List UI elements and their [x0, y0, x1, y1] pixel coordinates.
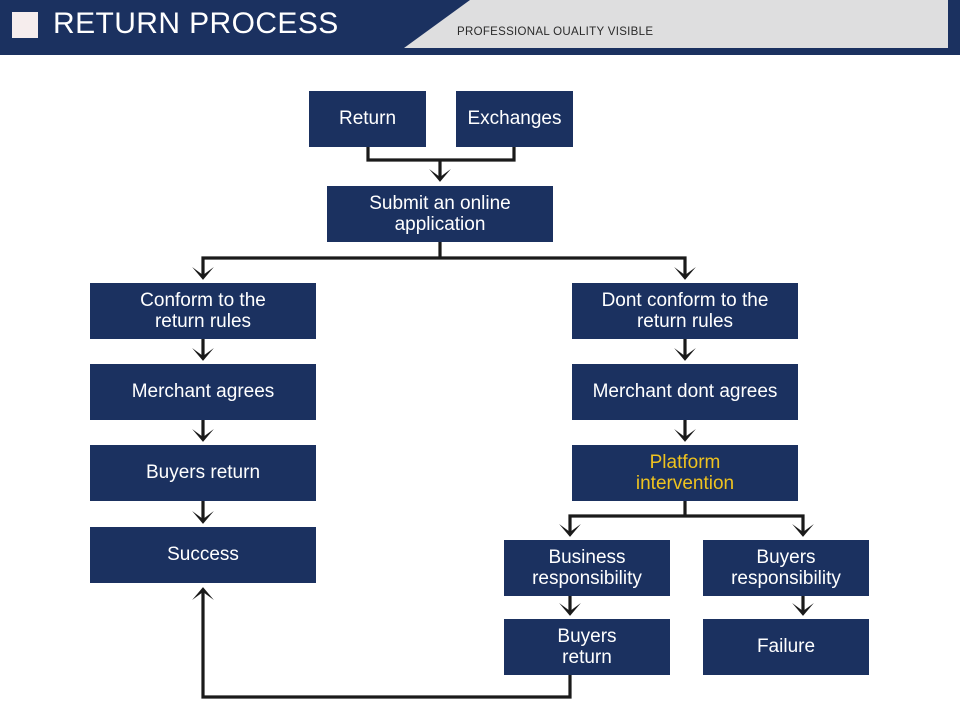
node-buyers-return-left[interactable]: Buyers return [90, 445, 316, 501]
node-label: Merchant dont agrees [592, 381, 778, 403]
node-success[interactable]: Success [90, 527, 316, 583]
node-label: Return [338, 108, 397, 130]
header-subtitle: PROFESSIONAL OUALITY VISIBLE [457, 26, 654, 38]
node-label: Buyers return [557, 625, 617, 668]
node-label: Dont conform to the return rules [601, 289, 769, 332]
page-title: RETURN PROCESS [53, 7, 339, 40]
edge-return-to-submit [366, 147, 440, 162]
node-merchant-agrees[interactable]: Merchant agrees [90, 364, 316, 420]
node-conform-to-return-rules[interactable]: Conform to the return rules [90, 283, 316, 339]
node-label: Buyers return [145, 462, 261, 484]
edge-platform-to-business [559, 514, 685, 537]
page-header: RETURN PROCESS PROFESSIONAL OUALITY VISI… [0, 0, 960, 55]
node-buyers-return-right[interactable]: Buyers return [504, 619, 670, 675]
node-merchant-dont-agrees[interactable]: Merchant dont agrees [572, 364, 798, 420]
node-business-responsibility[interactable]: Business responsibility [504, 540, 670, 596]
node-label: Submit an online application [369, 192, 511, 235]
node-dont-conform-to-return-rules[interactable]: Dont conform to the return rules [572, 283, 798, 339]
node-label: Platform intervention [635, 451, 735, 494]
node-label: Failure [756, 636, 816, 658]
node-return[interactable]: Return [309, 91, 426, 147]
header-blue-wedge [0, 0, 470, 48]
node-label: Success [167, 544, 239, 566]
node-submit-online-application[interactable]: Submit an online application [327, 186, 553, 242]
node-label: Conform to the return rules [140, 289, 266, 332]
node-label: Business responsibility [532, 546, 642, 589]
node-exchanges[interactable]: Exchanges [456, 91, 573, 147]
edge-platform-to-buyers-resp [685, 514, 814, 537]
node-platform-intervention[interactable]: Platform intervention [572, 445, 798, 501]
header-background: RETURN PROCESS PROFESSIONAL OUALITY VISI… [0, 0, 960, 55]
node-buyers-responsibility[interactable]: Buyers responsibility [703, 540, 869, 596]
node-label: Merchant agrees [131, 381, 275, 403]
node-label: Buyers responsibility [731, 546, 841, 589]
edge-submit-to-dont-conform [440, 256, 696, 280]
node-label: Exchanges [467, 108, 562, 130]
edge-submit-to-conform [192, 256, 440, 280]
square-logo-icon [12, 12, 38, 38]
edge-exchanges-to-submit [440, 147, 516, 162]
node-failure[interactable]: Failure [703, 619, 869, 675]
